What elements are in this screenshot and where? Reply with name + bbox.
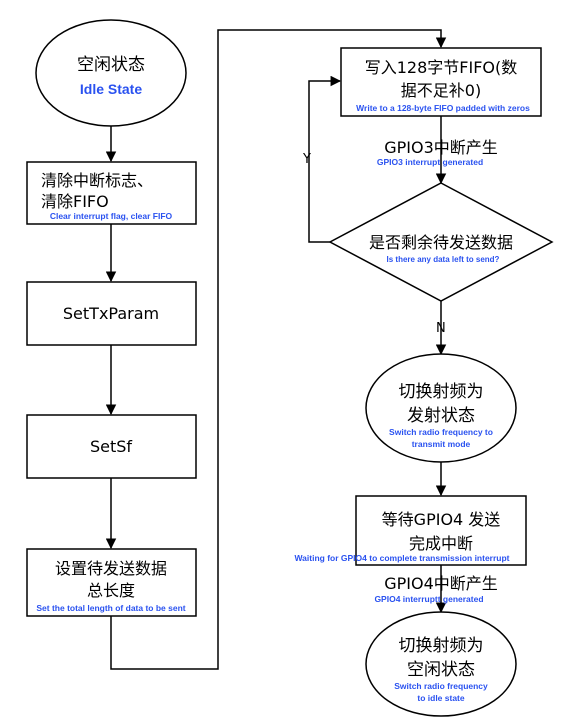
idle-state-en: Idle State xyxy=(80,81,142,97)
set-length-zh-line1: 设置待发送数据 xyxy=(55,559,167,578)
gpio4-irq-en: GPIO4 interruptt generated xyxy=(374,594,483,604)
switch-idle-en-line1: Switch radio frequency xyxy=(394,681,488,691)
write-fifo-zh-line2: 据不足补0) xyxy=(401,81,481,100)
clear-flags-node xyxy=(26,161,197,225)
edge-yes-loop xyxy=(308,75,342,243)
data-left-zh: 是否剩余待发送数据 xyxy=(369,233,513,252)
idle-state-zh: 空闲状态 xyxy=(77,55,145,75)
set-sf-label: SetSf xyxy=(90,437,132,456)
set-length-zh-line2: 总长度 xyxy=(87,581,135,600)
write-fifo-en: Write to a 128-byte FIFO padded with zer… xyxy=(356,103,530,113)
gpio4-irq-zh: GPIO4中断产生 xyxy=(384,574,498,593)
clear-flags-en: Clear interrupt flag, clear FIFO xyxy=(50,211,173,221)
set-length-en: Set the total length of data to be sent xyxy=(36,603,185,613)
switch-idle-zh-line2: 空闲状态 xyxy=(407,660,475,680)
edge-no-label: N xyxy=(436,321,446,336)
wait-gpio4-en: Waiting for GPIO4 to complete transmissi… xyxy=(294,553,509,563)
wait-gpio4-zh-line1: 等待GPIO4 发送 xyxy=(382,510,501,529)
write-fifo-zh-line1: 写入128字节FIFO(数 xyxy=(365,58,518,77)
switch-idle-en-line2: to idle state xyxy=(417,693,465,703)
switch-tx-en-line1: Switch radio frequency to xyxy=(389,427,493,437)
set-tx-param-label: SetTxParam xyxy=(63,304,159,323)
clear-flags-zh-line2: 清除FIFO xyxy=(41,192,109,211)
switch-tx-zh-line1: 切换射频为 xyxy=(399,382,484,402)
wait-gpio4-node xyxy=(355,495,527,566)
data-left-en: Is there any data left to send? xyxy=(387,255,500,264)
set-sf-node xyxy=(26,414,197,479)
switch-tx-en-line2: transmit mode xyxy=(412,439,471,449)
wait-gpio4-zh-line2: 完成中断 xyxy=(409,534,473,553)
write-fifo-node xyxy=(340,47,542,117)
gpio3-irq-zh: GPIO3中断产生 xyxy=(384,138,498,157)
edge-setlength-to-writefifo xyxy=(110,29,447,670)
set-length-node xyxy=(26,548,197,617)
clear-flags-zh-line1: 清除中断标志、 xyxy=(41,171,153,190)
gpio3-irq-en: GPIO3 interrupt generated xyxy=(377,157,483,167)
edge-yes-label: Y xyxy=(302,152,311,167)
switch-idle-node xyxy=(365,611,517,717)
switch-idle-zh-line1: 切换射频为 xyxy=(399,636,484,656)
switch-tx-zh-line2: 发射状态 xyxy=(407,406,475,426)
